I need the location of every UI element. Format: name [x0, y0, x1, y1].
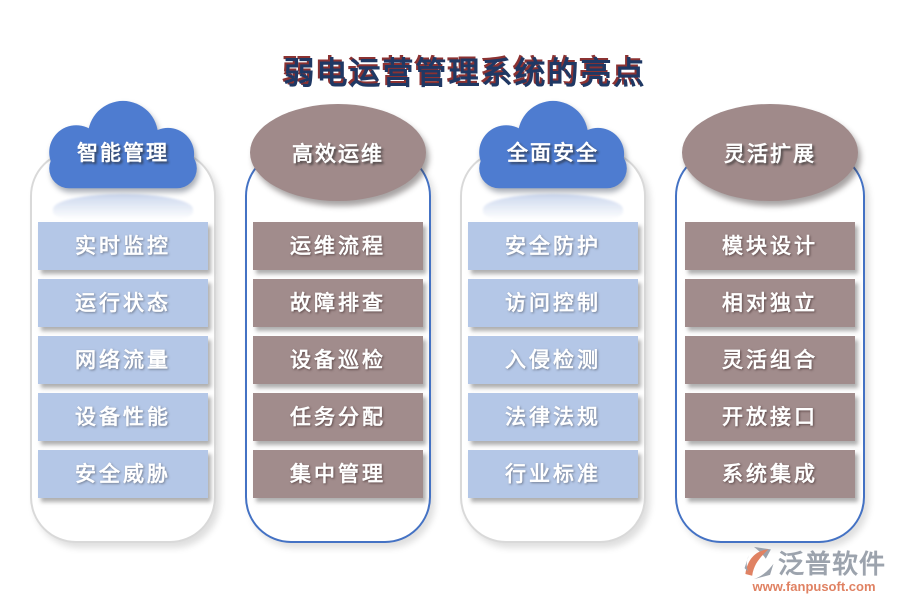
cloud-icon — [479, 100, 627, 189]
cloud-reflection — [53, 194, 193, 224]
list-item: 开放接口 — [685, 393, 855, 441]
list-item: 安全防护 — [468, 222, 638, 270]
column-comprehensive-security: 全面安全 安全防护 访问控制 入侵检测 法律法规 行业标准 — [460, 100, 646, 543]
column-header-label: 高效运维 — [292, 141, 384, 166]
list-item: 模块设计 — [685, 222, 855, 270]
page-title: 弱电运营管理系统的亮点 — [283, 56, 647, 91]
cloud-reflection — [483, 194, 623, 224]
column-header: 智能管理 — [33, 100, 213, 190]
list-item: 任务分配 — [253, 393, 423, 441]
list-item: 访问控制 — [468, 279, 638, 327]
watermark: 泛普软件 www.fanpusoft.com — [734, 544, 894, 594]
brand-name: 泛普软件 — [777, 549, 886, 579]
list-item: 法律法规 — [468, 393, 638, 441]
column-smart-management: 智能管理 实时监控 运行状态 网络流量 设备性能 安全威胁 — [30, 100, 216, 543]
column-flexible-expansion: 灵活扩展 模块设计 相对独立 灵活组合 开放接口 系统集成 — [675, 104, 865, 543]
item-list: 模块设计 相对独立 灵活组合 开放接口 系统集成 — [677, 222, 863, 498]
item-list: 运维流程 故障排查 设备巡检 任务分配 集中管理 — [247, 222, 429, 498]
list-item: 故障排查 — [253, 279, 423, 327]
ellipse-icon — [250, 104, 426, 201]
column-header-label: 全面安全 — [507, 141, 599, 165]
item-list: 实时监控 运行状态 网络流量 设备性能 安全威胁 — [32, 222, 214, 498]
list-item: 设备巡检 — [253, 336, 423, 384]
list-item: 运行状态 — [38, 279, 208, 327]
list-item: 实时监控 — [38, 222, 208, 270]
list-item: 系统集成 — [685, 450, 855, 498]
list-item: 安全威胁 — [38, 450, 208, 498]
item-list: 安全防护 访问控制 入侵检测 法律法规 行业标准 — [462, 222, 644, 498]
column-header-label: 灵活扩展 — [724, 141, 816, 166]
column-header: 高效运维 — [250, 104, 426, 201]
list-item: 入侵检测 — [468, 336, 638, 384]
fanpu-logo-icon — [744, 546, 774, 579]
list-item: 相对独立 — [685, 279, 855, 327]
cloud-icon — [49, 100, 197, 189]
column-header: 全面安全 — [463, 100, 643, 190]
brand-url: www.fanpusoft.com — [752, 579, 876, 594]
list-item: 运维流程 — [253, 222, 423, 270]
column-header: 灵活扩展 — [682, 104, 858, 201]
list-item: 行业标准 — [468, 450, 638, 498]
ellipse-icon — [682, 104, 858, 201]
list-item: 网络流量 — [38, 336, 208, 384]
column-efficient-operation: 高效运维 运维流程 故障排查 设备巡检 任务分配 集中管理 — [245, 104, 431, 543]
list-item: 集中管理 — [253, 450, 423, 498]
column-header-label: 智能管理 — [77, 141, 169, 165]
list-item: 灵活组合 — [685, 336, 855, 384]
list-item: 设备性能 — [38, 393, 208, 441]
